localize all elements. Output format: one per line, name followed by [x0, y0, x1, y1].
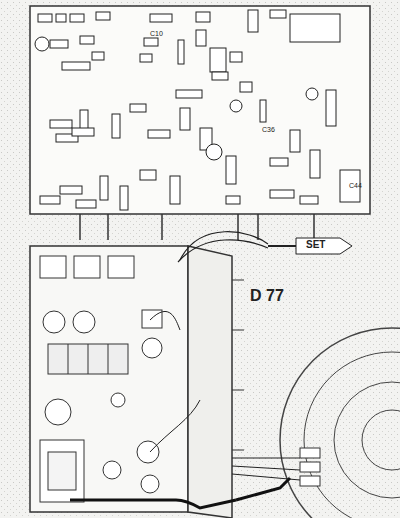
component-outline: [76, 200, 96, 208]
component-outline: [148, 130, 170, 138]
probe-tool: [268, 238, 352, 254]
component-outline: [62, 62, 90, 70]
component-outline: [50, 40, 68, 48]
part-number: C10: [150, 30, 163, 37]
component-outline: [100, 176, 108, 200]
loudspeaker: [280, 328, 400, 518]
component-outline: [72, 128, 94, 136]
component-outline: [92, 52, 104, 60]
component-outline: [70, 14, 84, 22]
component-outline: [226, 156, 236, 184]
board-pins: [80, 214, 314, 240]
component-outline: [170, 176, 180, 204]
component-outline: [40, 196, 60, 204]
component-outline: [260, 100, 266, 122]
component-outline: [210, 48, 226, 72]
component-outline: [140, 54, 152, 62]
component-outline: [150, 14, 172, 22]
component-outline: [270, 10, 286, 18]
speaker-terminals: [300, 448, 320, 486]
component-outline: [212, 72, 228, 80]
component-outline: [35, 37, 49, 51]
chassis-deck: [30, 246, 188, 512]
probe-label: SET: [306, 240, 325, 250]
model-number: D 77: [250, 288, 284, 304]
component-outline: [120, 186, 128, 210]
component-outline: [112, 114, 120, 138]
circuit-board: [30, 6, 370, 214]
component-outline: [270, 158, 288, 166]
component-outline: [196, 30, 206, 46]
component-outline: [38, 14, 52, 22]
component-outline: [230, 52, 242, 62]
component-outline: [248, 10, 258, 32]
component-outline: [80, 36, 94, 44]
part-number: C44: [349, 182, 362, 189]
chassis-side: [188, 246, 232, 518]
component-outline: [326, 90, 336, 126]
component-outline: [290, 130, 300, 152]
component-outline: [140, 170, 156, 180]
component-outline: [226, 196, 240, 204]
component-outline: [230, 100, 242, 112]
component-outline: [56, 14, 66, 22]
board-components: [35, 10, 360, 210]
component-outline: [270, 190, 294, 198]
component-outline: [180, 108, 190, 130]
component-outline: [96, 12, 110, 20]
component-outline: [310, 150, 320, 178]
component-outline: [60, 186, 82, 194]
component-outline: [130, 104, 146, 112]
component-outline: [144, 38, 158, 46]
component-outline: [240, 82, 252, 92]
component-outline: [178, 40, 184, 64]
side-brackets: [232, 280, 244, 450]
component-outline: [300, 196, 318, 204]
component-outline: [196, 12, 210, 22]
component-outline: [306, 88, 318, 100]
component-outline: [176, 90, 202, 98]
component-outline: [290, 14, 340, 42]
part-number: C36: [262, 126, 275, 133]
wiring: [70, 232, 300, 508]
chassis-parts: [40, 256, 162, 502]
component-outline: [50, 120, 72, 128]
component-outline: [206, 144, 222, 160]
